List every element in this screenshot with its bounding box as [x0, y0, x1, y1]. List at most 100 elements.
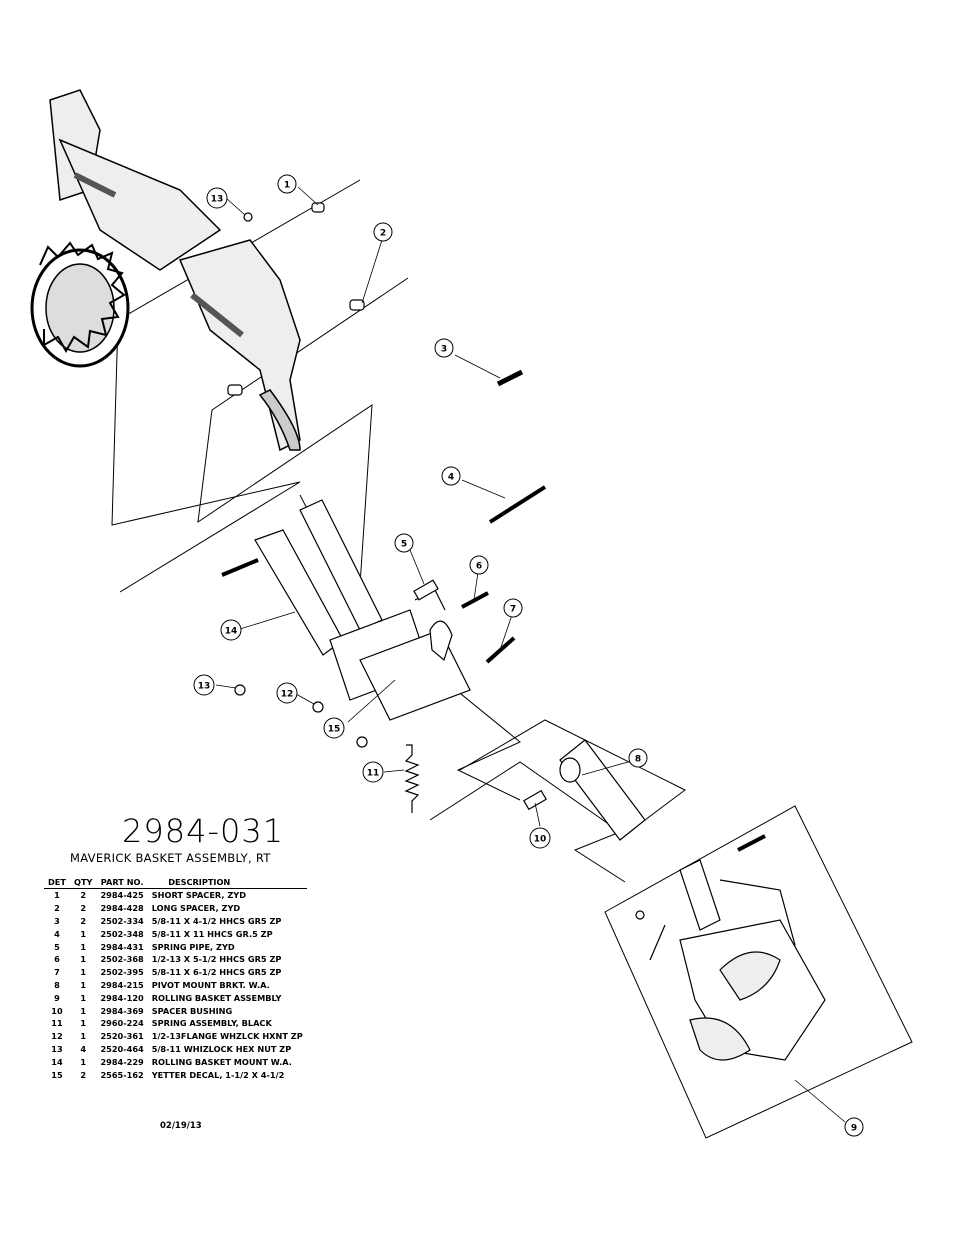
- drawing-part-number: 2984-031: [122, 812, 285, 850]
- bom-cell-qty: 1: [80, 979, 87, 990]
- bom-cell-part: 2960-224: [100, 1018, 144, 1029]
- bom-cell-det: 12: [51, 1031, 63, 1042]
- short-spacer: [311, 202, 325, 213]
- bom-cell-det: 10: [51, 1005, 63, 1016]
- bom-cell-part: 2984-229: [100, 1056, 144, 1067]
- callout-11: 11: [362, 761, 384, 783]
- bom-cell-qty: 1: [80, 992, 87, 1003]
- bom-cell-qty: 1: [80, 1005, 87, 1016]
- callout-13b: 13: [193, 674, 215, 696]
- table-row: 2 2 2984-428 LONG SPACER, ZYD: [44, 902, 307, 915]
- drawing-date: 02/19/13: [160, 1121, 202, 1131]
- bom-cell-det: 13: [51, 1043, 63, 1054]
- bom-header-desc: DESCRIPTION: [147, 877, 307, 889]
- bom-cell-qty: 1: [80, 1018, 87, 1029]
- bom-cell-part: 2984-369: [100, 1005, 144, 1016]
- svg-text:2: 2: [380, 229, 386, 239]
- svg-text:8: 8: [635, 755, 641, 765]
- svg-text:13: 13: [211, 195, 224, 205]
- callout-14: 14: [220, 619, 242, 641]
- bom-cell-det: 5: [54, 941, 60, 952]
- bom-cell-part: 2984-431: [100, 941, 144, 952]
- svg-text:1: 1: [284, 181, 290, 191]
- bom-cell-det: 2: [54, 903, 60, 914]
- bom-cell-part: 2565-162: [100, 1069, 144, 1080]
- callout-7: 7: [503, 598, 523, 618]
- bom-cell-det: 8: [54, 979, 60, 990]
- bom-cell-det: 7: [54, 967, 60, 978]
- bom-cell-qty: 2: [80, 903, 87, 914]
- svg-text:15: 15: [328, 725, 341, 735]
- rolling-basket-mount: [254, 499, 471, 721]
- callout-13a: 13: [206, 187, 228, 209]
- table-row: 12 1 2520-361 1/2-13FLANGE WHZLCK HXNT ZP: [44, 1030, 307, 1043]
- bom-cell-part: 2520-361: [100, 1031, 144, 1042]
- bom-cell-part: 2520-464: [100, 1043, 144, 1054]
- callout-2: 2: [373, 222, 393, 242]
- explode-line-pivot: [459, 719, 686, 836]
- bom-cell-qty: 1: [80, 1031, 87, 1042]
- bom-cell-part: 2984-428: [100, 903, 144, 914]
- table-row: 9 1 2984-120 ROLLING BASKET ASSEMBLY: [44, 991, 307, 1004]
- bom-cell-part: 2502-395: [100, 967, 144, 978]
- bom-cell-det: 9: [54, 992, 60, 1003]
- bom-cell-part: 2984-425: [100, 890, 144, 901]
- bom-cell-part: 2502-348: [100, 928, 144, 939]
- bom-cell-det: 1: [54, 890, 60, 901]
- table-row: 10 1 2984-369 SPACER BUSHING: [44, 1004, 307, 1017]
- bom-cell-part: 2502-368: [100, 954, 144, 965]
- bom-cell-qty: 2: [80, 890, 87, 901]
- callout-1: 1: [277, 174, 297, 194]
- spacer-bushing: [523, 789, 547, 811]
- bom-cell-desc: 1/2-13FLANGE WHZLCK HXNT ZP: [151, 1031, 303, 1042]
- svg-text:7: 7: [510, 605, 516, 615]
- bom-cell-qty: 1: [80, 967, 87, 978]
- bolt-3: [496, 369, 524, 387]
- bom-cell-det: 11: [51, 1018, 63, 1029]
- callout-9: 9: [844, 1117, 864, 1137]
- rolling-basket: [649, 859, 826, 1061]
- callout-15: 15: [323, 717, 345, 739]
- callout-6: 6: [469, 555, 489, 575]
- pivot-mount-bracket: [559, 739, 646, 841]
- bom-cell-qty: 1: [80, 928, 87, 939]
- bom-cell-desc: 1/2-13 X 5-1/2 HHCS GR5 ZP: [151, 954, 282, 965]
- svg-text:4: 4: [448, 473, 454, 483]
- bom-header-row: DET QTY PART NO. DESCRIPTION: [44, 877, 307, 889]
- callout-12: 12: [276, 682, 298, 704]
- bom-cell-qty: 4: [80, 1043, 87, 1054]
- bom-cell-det: 15: [51, 1069, 63, 1080]
- spring-pipe: [413, 579, 439, 601]
- bom-cell-qty: 1: [80, 954, 87, 965]
- svg-text:5: 5: [401, 540, 407, 550]
- bom-cell-desc: 5/8-11 X 11 HHCS GR.5 ZP: [151, 928, 273, 939]
- rolling-basket-boundary: [604, 805, 913, 1139]
- bom-cell-desc: LONG SPACER, ZYD: [151, 903, 241, 914]
- svg-text:3: 3: [441, 345, 447, 355]
- bom-cell-desc: YETTER DECAL, 1-1/2 X 4-1/2: [151, 1069, 285, 1080]
- bolt-7: [485, 636, 516, 664]
- callout-4: 4: [441, 466, 461, 486]
- svg-text:10: 10: [534, 835, 547, 845]
- bom-cell-desc: ROLLING BASKET ASSEMBLY: [151, 992, 282, 1003]
- bom-cell-qty: 1: [80, 1056, 87, 1067]
- callout-8: 8: [628, 748, 648, 768]
- svg-text:11: 11: [367, 769, 380, 779]
- bom-cell-desc: SPACER BUSHING: [151, 1005, 233, 1016]
- bom-cell-qty: 2: [80, 1069, 87, 1080]
- bom-cell-desc: PIVOT MOUNT BRKT. W.A.: [151, 979, 270, 990]
- bom-cell-det: 4: [54, 928, 60, 939]
- bom-cell-part: 2984-120: [100, 992, 144, 1003]
- callout-3: 3: [434, 338, 454, 358]
- bom-header-det: DET: [44, 877, 70, 889]
